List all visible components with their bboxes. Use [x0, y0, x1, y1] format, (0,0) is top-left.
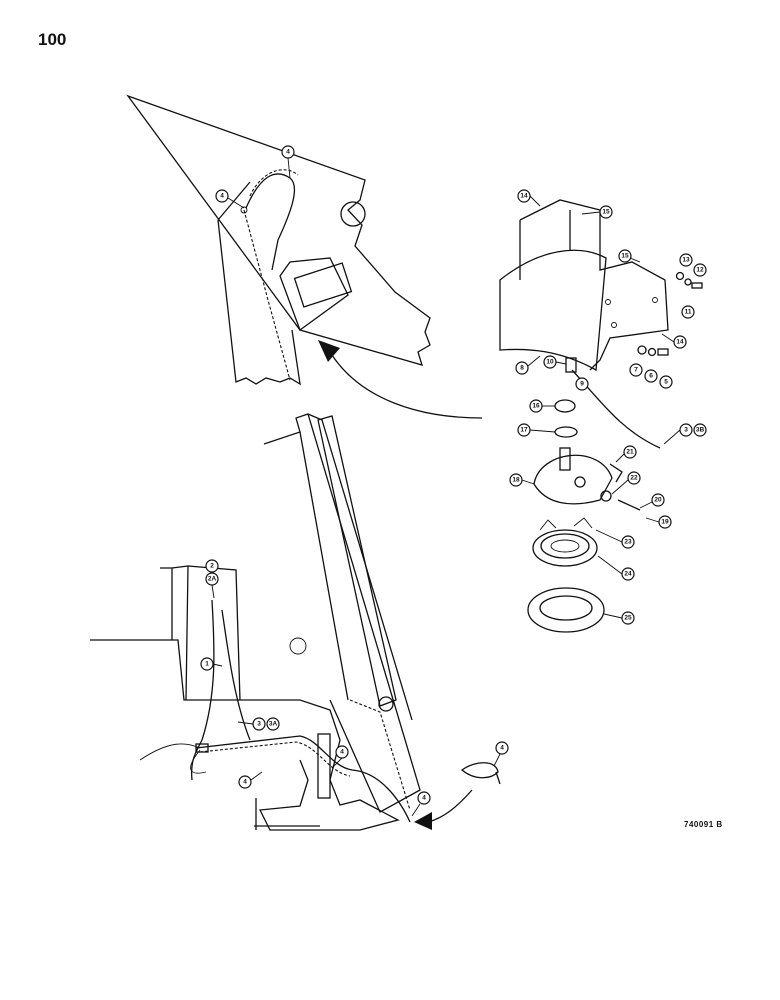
pointer-arrow-lower [427, 789, 473, 823]
callout-6: 6 [644, 369, 658, 383]
svg-text:4: 4 [500, 745, 504, 752]
svg-text:4: 4 [286, 149, 290, 156]
callout-8: 8 [515, 361, 529, 375]
callout-21: 21 [623, 445, 637, 459]
callout-18: 18 [509, 473, 523, 487]
callout-11: 11 [681, 305, 695, 319]
svg-text:4: 4 [220, 193, 224, 200]
arrowhead-upper [318, 340, 340, 362]
svg-text:7: 7 [634, 367, 638, 374]
svg-text:24: 24 [624, 571, 632, 578]
callout-16: 16 [529, 399, 543, 413]
svg-text:22: 22 [630, 475, 638, 482]
callout-5: 5 [659, 375, 673, 389]
svg-text:3A: 3A [269, 721, 278, 728]
callout-25: 25 [621, 611, 635, 625]
svg-text:21: 21 [626, 449, 634, 456]
svg-text:11: 11 [685, 309, 692, 316]
pointer-arrow-upper [329, 351, 483, 419]
callout-24: 24 [621, 567, 635, 581]
boom-detail-view [126, 94, 431, 386]
figure-code: 740091 B [684, 820, 723, 829]
svg-text:4: 4 [422, 795, 426, 802]
callout-9: 9 [575, 377, 589, 391]
callout-22: 22 [627, 471, 641, 485]
svg-text:25: 25 [624, 615, 632, 622]
svg-text:6: 6 [649, 373, 653, 380]
callout-7: 7 [629, 363, 643, 377]
svg-text:3: 3 [684, 427, 688, 434]
svg-text:19: 19 [661, 519, 669, 526]
svg-text:23: 23 [624, 539, 632, 546]
callout-4-boom-top: 4 [281, 145, 295, 159]
svg-text:8: 8 [520, 365, 524, 372]
callout-20: 20 [651, 493, 665, 507]
svg-text:9: 9 [580, 381, 584, 388]
callout-14-top: 14 [517, 189, 531, 203]
callout-3b: 3B [693, 423, 707, 437]
svg-text:13: 13 [682, 257, 690, 264]
arrowhead-lower [414, 812, 432, 830]
svg-text:16: 16 [532, 403, 540, 410]
svg-text:5: 5 [664, 379, 668, 386]
svg-text:14: 14 [520, 193, 528, 200]
callout-4-frame-left: 4 [238, 775, 252, 789]
callout-4-frame-right: 4 [417, 791, 431, 805]
svg-text:2A: 2A [208, 576, 217, 583]
callout-13: 13 [679, 253, 693, 267]
loader-frame-view [90, 413, 501, 831]
callout-1: 1 [200, 657, 214, 671]
svg-text:17: 17 [520, 427, 528, 434]
callout-19: 19 [658, 515, 672, 529]
callout-23: 23 [621, 535, 635, 549]
callout-15-top: 15 [599, 205, 613, 219]
callout-2a: 2A [205, 572, 219, 586]
callout-2: 2 [205, 559, 219, 573]
svg-text:4: 4 [243, 779, 247, 786]
svg-text:14: 14 [676, 339, 684, 346]
svg-text:20: 20 [654, 497, 662, 504]
svg-text:3: 3 [257, 721, 261, 728]
svg-text:18: 18 [512, 477, 520, 484]
callout-17: 17 [517, 423, 531, 437]
callout-10-upper: 10 [543, 355, 557, 369]
svg-text:2: 2 [210, 563, 214, 570]
svg-text:4: 4 [340, 749, 344, 756]
lamp-exploded-view [499, 199, 703, 633]
callout-12: 12 [693, 263, 707, 277]
callout-3-bottom: 3 [252, 717, 266, 731]
callout-14-right: 14 [673, 335, 687, 349]
callout-4-clamp: 4 [495, 741, 509, 755]
svg-text:10: 10 [546, 359, 554, 366]
callout-4-frame-mid: 4 [335, 745, 349, 759]
svg-text:15: 15 [621, 253, 629, 260]
callout-15-right: 15 [618, 249, 632, 263]
svg-text:12: 12 [696, 267, 704, 274]
callout-3-right: 3 [679, 423, 693, 437]
svg-text:3B: 3B [696, 427, 705, 434]
page-number: 100 [38, 30, 67, 49]
callout-3a: 3A [266, 717, 280, 731]
svg-text:15: 15 [602, 209, 610, 216]
svg-text:1: 1 [205, 661, 209, 668]
callout-4-boom-left: 4 [215, 189, 229, 203]
